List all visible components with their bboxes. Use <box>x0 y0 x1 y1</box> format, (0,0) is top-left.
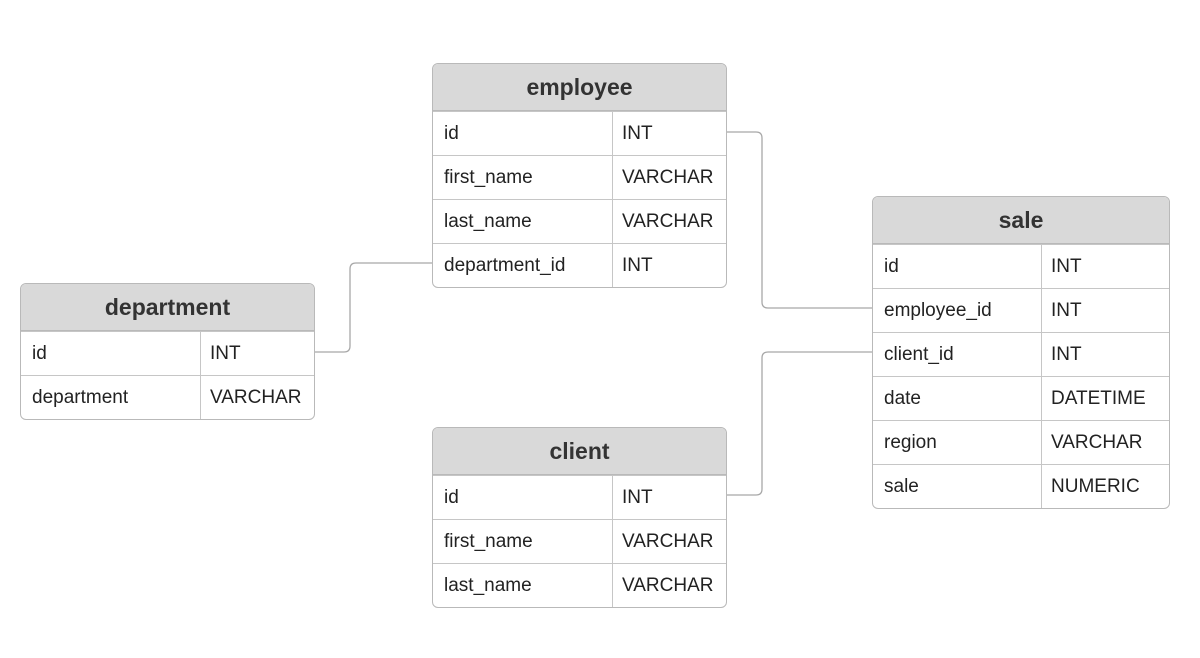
entity-title: client <box>433 428 726 475</box>
column-name: last_name <box>444 574 532 596</box>
table-row[interactable]: department VARCHAR <box>21 375 314 419</box>
table-row[interactable]: last_name VARCHAR <box>433 563 726 607</box>
column-name: department_id <box>444 254 566 276</box>
column-type: VARCHAR <box>200 376 314 419</box>
table-row[interactable]: id INT <box>21 331 314 375</box>
table-row[interactable]: id INT <box>433 111 726 155</box>
column-type: INT <box>612 244 726 287</box>
column-name: sale <box>884 475 919 497</box>
column-name: id <box>32 342 47 364</box>
table-row[interactable]: department_id INT <box>433 243 726 287</box>
table-row[interactable]: first_name VARCHAR <box>433 519 726 563</box>
column-name: date <box>884 387 921 409</box>
table-row[interactable]: sale NUMERIC <box>873 464 1169 508</box>
column-type: DATETIME <box>1041 377 1169 420</box>
connector-department-employee <box>315 262 432 353</box>
column-type: INT <box>612 112 726 155</box>
column-type: INT <box>200 332 314 375</box>
column-name: id <box>884 255 899 277</box>
column-name: region <box>884 431 937 453</box>
table-row[interactable]: last_name VARCHAR <box>433 199 726 243</box>
entity-title: department <box>21 284 314 331</box>
column-type: INT <box>1041 245 1169 288</box>
entity-client[interactable]: client id INT first_name VARCHAR last_na… <box>432 427 727 608</box>
table-row[interactable]: date DATETIME <box>873 376 1169 420</box>
table-row[interactable]: id INT <box>433 475 726 519</box>
column-type: NUMERIC <box>1041 465 1169 508</box>
entity-employee[interactable]: employee id INT first_name VARCHAR last_… <box>432 63 727 288</box>
entity-sale[interactable]: sale id INT employee_id INT client_id IN… <box>872 196 1170 509</box>
table-row[interactable]: employee_id INT <box>873 288 1169 332</box>
connector-employee-sale <box>727 131 872 309</box>
column-type: VARCHAR <box>612 156 726 199</box>
column-name: department <box>32 386 129 408</box>
column-name: id <box>444 122 459 144</box>
column-name: client_id <box>884 343 954 365</box>
table-row[interactable]: first_name VARCHAR <box>433 155 726 199</box>
column-type: VARCHAR <box>612 200 726 243</box>
column-type: VARCHAR <box>612 520 726 563</box>
column-name: id <box>444 486 459 508</box>
column-type: INT <box>612 476 726 519</box>
entity-title: sale <box>873 197 1169 244</box>
column-type: VARCHAR <box>612 564 726 607</box>
connector-client-sale <box>727 351 872 496</box>
column-type: INT <box>1041 289 1169 332</box>
table-row[interactable]: client_id INT <box>873 332 1169 376</box>
table-row[interactable]: id INT <box>873 244 1169 288</box>
column-name: first_name <box>444 530 533 552</box>
column-name: last_name <box>444 210 532 232</box>
column-type: VARCHAR <box>1041 421 1169 464</box>
entity-department[interactable]: department id INT department VARCHAR <box>20 283 315 420</box>
column-name: employee_id <box>884 299 992 321</box>
column-name: first_name <box>444 166 533 188</box>
table-row[interactable]: region VARCHAR <box>873 420 1169 464</box>
column-type: INT <box>1041 333 1169 376</box>
entity-title: employee <box>433 64 726 111</box>
